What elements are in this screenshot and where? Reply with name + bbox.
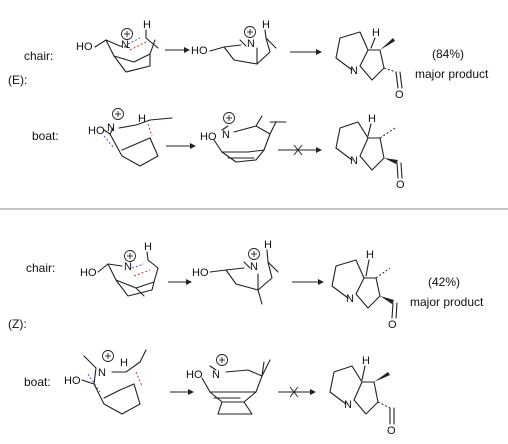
- z-chair-arrow-2: [292, 279, 324, 285]
- e-chair-label: chair:: [24, 49, 53, 63]
- z-chair-n-1: N: [124, 261, 132, 273]
- e-boat-charge-1: [112, 108, 124, 120]
- z-boat-n-1: N: [98, 367, 106, 379]
- e-chair-charge-2: [244, 26, 256, 38]
- e-boat-iminium-2: HO N: [200, 112, 287, 163]
- e-chair-ho-2: HO: [191, 45, 208, 57]
- z-chair-h-1: H: [144, 241, 152, 253]
- e-boat-prod-h: H: [368, 113, 376, 125]
- z-boat-arrow-1: [170, 389, 194, 395]
- e-boat-ho-2: HO: [200, 131, 217, 143]
- section-e-label: (E):: [8, 73, 27, 87]
- z-boat-n-2: N: [212, 369, 220, 381]
- z-chair-yield: (42%): [428, 275, 460, 289]
- z-chair-label: chair:: [26, 261, 55, 275]
- e-boat-ho-1: HO: [88, 125, 105, 137]
- e-chair-h-1: H: [143, 19, 151, 31]
- z-boat-product: N H O: [329, 355, 396, 437]
- e-chair-h-2: H: [262, 19, 270, 31]
- z-boat-iminium-1: HO N H: [64, 349, 147, 415]
- e-boat-label: boat:: [32, 129, 59, 143]
- e-boat-n-2: N: [222, 129, 230, 141]
- z-boat-charge-1: [102, 350, 114, 362]
- z-chair-iminium-2: HO N H: [192, 239, 279, 305]
- e-chair-prod-o: O: [395, 89, 404, 101]
- e-boat-product: N H O: [335, 113, 405, 191]
- z-chair-ho-2: HO: [192, 267, 209, 279]
- z-chair-iminium-1: HO N H: [80, 241, 159, 297]
- e-chair-charge-1: [121, 28, 133, 40]
- z-boat-ho-1: HO: [64, 375, 81, 387]
- e-boat-h-1: H: [138, 113, 146, 125]
- e-chair-ho-1: HO: [76, 41, 93, 53]
- e-chair-n-2: N: [247, 38, 255, 50]
- z-chair-ho-1: HO: [80, 267, 97, 279]
- z-boat-prod-o: O: [387, 425, 396, 437]
- e-boat-prod-o: O: [396, 179, 405, 191]
- z-boat-prod-n: N: [344, 399, 352, 411]
- e-boat-n-1: N: [107, 122, 115, 134]
- e-boat-charge-2: [223, 112, 235, 124]
- z-chair-product: N H O: [331, 249, 398, 331]
- e-chair-product: N H O: [335, 27, 404, 101]
- e-boat-prod-n: N: [350, 155, 358, 167]
- e-boat-arrow-blocked: [278, 144, 322, 156]
- z-chair-charge-2: [248, 248, 260, 260]
- z-chair-prod-n: N: [346, 293, 354, 305]
- e-chair-yield: (84%): [432, 47, 464, 61]
- z-chair-n-2: N: [250, 261, 258, 273]
- e-boat-iminium-1: HO N H: [88, 108, 173, 167]
- e-chair-n-1: N: [121, 39, 129, 51]
- e-chair-arrow-1: [165, 47, 190, 53]
- e-boat-arrow-1: [166, 143, 196, 149]
- z-chair-prod-h: H: [366, 249, 374, 261]
- z-boat-iminium-2: HO N: [186, 354, 271, 415]
- e-chair-arrow-2: [290, 49, 322, 55]
- z-boat-label: boat:: [24, 375, 51, 389]
- z-chair-charge-1: [124, 250, 136, 262]
- z-chair-h-2: H: [264, 239, 272, 251]
- e-chair-prod-h: H: [372, 27, 380, 39]
- e-chair-major: major product: [415, 67, 489, 81]
- e-chair-iminium-2: HO N H: [191, 19, 277, 65]
- z-chair-major: major product: [410, 295, 484, 309]
- z-chair-prod-o: O: [388, 319, 397, 331]
- z-boat-charge-2: [216, 354, 228, 366]
- section-z-label: (Z):: [8, 317, 27, 331]
- z-boat-arrow-blocked: [278, 386, 316, 398]
- z-boat-prod-h: H: [362, 355, 370, 367]
- z-boat-ho-2: HO: [186, 369, 203, 381]
- e-chair-iminium-1: HO N H: [76, 19, 159, 73]
- z-boat-h-1: H: [120, 357, 128, 369]
- e-chair-prod-n: N: [350, 65, 358, 77]
- z-chair-arrow-1: [168, 279, 192, 285]
